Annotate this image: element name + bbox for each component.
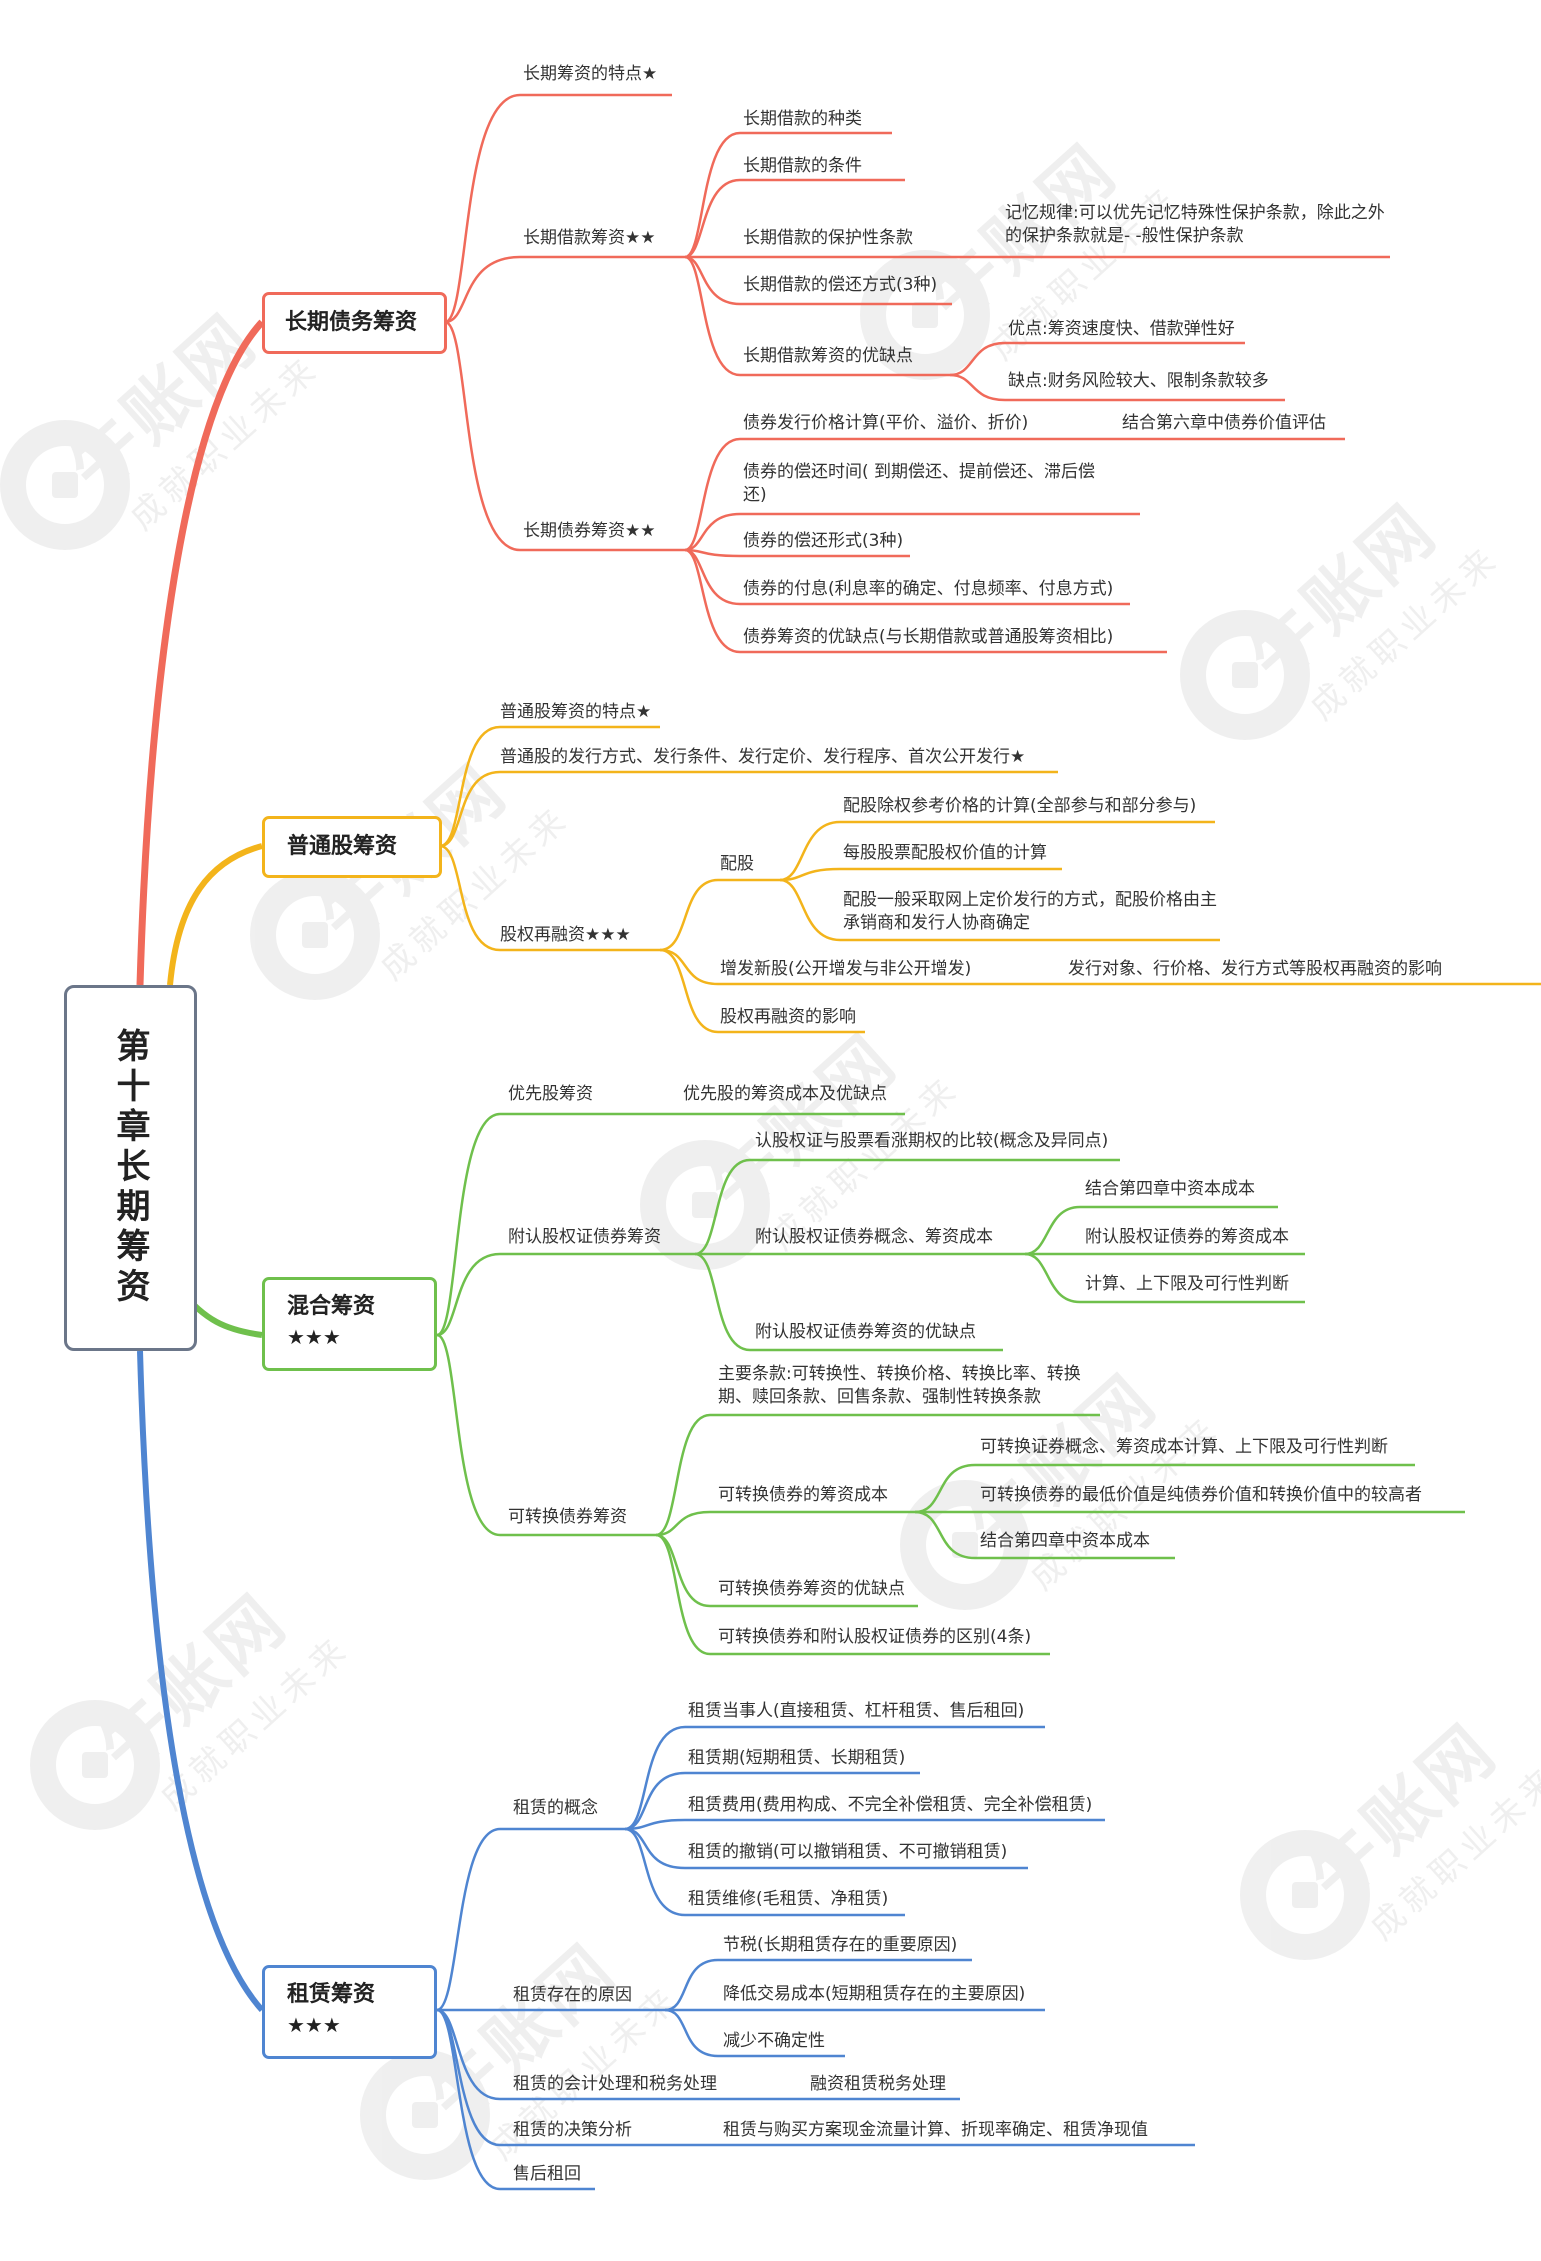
branch-hybrid-financing[interactable]: 混合筹资 ★★★ <box>262 1277 437 1371</box>
node-equity-refinancing[interactable]: 股权再融资★★★ <box>500 925 631 945</box>
node-rights-issue[interactable]: 配股 <box>720 854 754 874</box>
importance-stars: ★★★ <box>287 2013 341 2037</box>
branch-title: 普通股筹资 <box>287 834 398 859</box>
node-loan-conditions[interactable]: 长期借款的条件 <box>743 156 862 176</box>
node-convertible-vs-warrant[interactable]: 可转换债券和附认股权证债券的区别(4条) <box>718 1627 1032 1647</box>
node-loan-protective-covenants[interactable]: 长期借款的保护性条款 <box>743 228 913 248</box>
node-warrant-vs-call[interactable]: 认股权证与股票看涨期权的比较(概念及异同点) <box>755 1131 1109 1151</box>
node-convertible-cost-ch4[interactable]: 结合第四章中资本成本 <box>980 1531 1150 1551</box>
node-long-term-loan[interactable]: 长期借款筹资★★ <box>523 228 656 248</box>
node-convertible-terms[interactable]: 主要条款:可转换性、转换价格、转换比率、转换期、赎回条款、回售条款、强制性转换条… <box>718 1364 1081 1407</box>
node-loan-pros-cons[interactable]: 长期借款筹资的优缺点 <box>743 346 913 366</box>
node-rights-pricing[interactable]: 配股一般采取网上定价发行的方式，配股价格由主承销商和发行人协商确定 <box>843 890 1217 933</box>
node-lease-decision[interactable]: 租赁的决策分析 <box>513 2120 632 2140</box>
importance-stars: ★★★ <box>287 1325 341 1349</box>
node-rights-ex-price[interactable]: 配股除权参考价格的计算(全部参与和部分参与) <box>843 796 1197 816</box>
node-stock-features[interactable]: 普通股筹资的特点★ <box>500 702 652 722</box>
node-bond-repay-form[interactable]: 债券的偿还形式(3种) <box>743 531 904 551</box>
node-convertible-cost[interactable]: 可转换债券的筹资成本 <box>718 1485 888 1505</box>
node-preferred-stock[interactable]: 优先股筹资 <box>508 1084 593 1104</box>
branch-common-stock[interactable]: 普通股筹资 <box>262 816 442 878</box>
node-convertible-pros-cons[interactable]: 可转换债券筹资的优缺点 <box>718 1579 905 1599</box>
node-convertible-bond[interactable]: 可转换债券筹资 <box>508 1507 627 1527</box>
node-long-term-bond[interactable]: 长期债券筹资★★ <box>523 521 656 541</box>
node-lease-tax-saving[interactable]: 节税(长期租赁存在的重要原因) <box>723 1935 958 1955</box>
node-bond-price[interactable]: 债券发行价格计算(平价、溢价、折价) <box>743 413 1029 433</box>
node-refinancing-effect[interactable]: 股权再融资的影响 <box>720 1007 856 1027</box>
node-lease-maintenance[interactable]: 租赁维修(毛租赁、净租赁) <box>688 1889 889 1909</box>
branch-title: 租赁筹资 <box>287 1982 376 2007</box>
branch-title: 混合筹资 <box>287 1294 376 1319</box>
node-warrant-bounds[interactable]: 计算、上下限及可行性判断 <box>1085 1274 1289 1294</box>
node-warrant-cost-ch4[interactable]: 结合第四章中资本成本 <box>1085 1179 1255 1199</box>
node-rights-value[interactable]: 每股股票配股权价值的计算 <box>843 843 1047 863</box>
branch-long-term-debt[interactable]: 长期债务筹资 <box>262 292 447 354</box>
node-debt-features[interactable]: 长期筹资的特点★ <box>523 64 658 84</box>
node-bond-pros-cons[interactable]: 债券筹资的优缺点(与长期借款或普通股筹资相比) <box>743 627 1114 647</box>
node-lease-uncertainty[interactable]: 减少不确定性 <box>723 2031 825 2051</box>
root-topic[interactable]: 第十章长期筹资 <box>64 985 197 1351</box>
node-loan-disadvantages[interactable]: 缺点:财务风险较大、限制条款较多 <box>1008 371 1269 391</box>
node-loan-advantages[interactable]: 优点:筹资速度快、借款弹性好 <box>1008 319 1235 339</box>
node-warrant-cost[interactable]: 附认股权证债券概念、筹资成本 <box>755 1227 993 1247</box>
node-seasoned-offering-note[interactable]: 发行对象、行价格、发行方式等股权再融资的影响 <box>1068 959 1442 979</box>
node-covenant-memory-tip[interactable]: 记忆规律:可以优先记忆特殊性保护条款，除此之外的保护条款就是- -般性保护条款 <box>1005 203 1385 246</box>
node-seasoned-offering[interactable]: 增发新股(公开增发与非公开增发) <box>720 959 972 979</box>
node-convertible-min-value[interactable]: 可转换债券的最低价值是纯债券价值和转换价值中的较高者 <box>980 1485 1422 1505</box>
node-warrant-cost-calc[interactable]: 附认股权证债券的筹资成本 <box>1085 1227 1289 1247</box>
branch-lease-financing[interactable]: 租赁筹资 ★★★ <box>262 1965 437 2059</box>
node-lease-concept[interactable]: 租赁的概念 <box>513 1798 598 1818</box>
node-lease-parties[interactable]: 租赁当事人(直接租赁、杠杆租赁、售后租回) <box>688 1701 1025 1721</box>
node-stock-issuance[interactable]: 普通股的发行方式、发行条件、发行定价、发行程序、首次公开发行★ <box>500 747 1026 767</box>
node-lease-vs-buy[interactable]: 租赁与购买方案现金流量计算、折现率确定、租赁净现值 <box>723 2120 1148 2140</box>
node-convertible-cost-calc[interactable]: 可转换证券概念、筹资成本计算、上下限及可行性判断 <box>980 1437 1388 1457</box>
node-warrant-pros-cons[interactable]: 附认股权证债券筹资的优缺点 <box>755 1322 976 1342</box>
node-bond-repay-time[interactable]: 债券的偿还时间( 到期偿还、提前偿还、滞后偿还) <box>743 462 1096 505</box>
node-lease-reasons[interactable]: 租赁存在的原因 <box>513 1985 632 2005</box>
node-lease-accounting[interactable]: 租赁的会计处理和税务处理 <box>513 2074 717 2094</box>
node-lease-transaction-cost[interactable]: 降低交易成本(短期租赁存在的主要原因) <box>723 1984 1026 2004</box>
node-warrant-bond[interactable]: 附认股权证债券筹资 <box>508 1227 661 1247</box>
node-bond-interest[interactable]: 债券的付息(利息率的确定、付息频率、付息方式) <box>743 579 1114 599</box>
node-lease-fees[interactable]: 租赁费用(费用构成、不完全补偿租赁、完全补偿租赁) <box>688 1795 1093 1815</box>
node-loan-kinds[interactable]: 长期借款的种类 <box>743 109 862 129</box>
branch-title: 长期债务筹资 <box>285 310 418 335</box>
node-lease-term[interactable]: 租赁期(短期租赁、长期租赁) <box>688 1748 906 1768</box>
node-lease-cancellation[interactable]: 租赁的撤销(可以撤销租赁、不可撤销租赁) <box>688 1842 1008 1862</box>
node-sale-leaseback[interactable]: 售后租回 <box>513 2164 581 2184</box>
node-finance-lease-tax[interactable]: 融资租赁税务处理 <box>810 2074 946 2094</box>
node-loan-repayment[interactable]: 长期借款的偿还方式(3种) <box>743 275 938 295</box>
node-preferred-stock-note[interactable]: 优先股的筹资成本及优缺点 <box>683 1084 887 1104</box>
node-bond-price-note[interactable]: 结合第六章中债券价值评估 <box>1122 413 1326 433</box>
